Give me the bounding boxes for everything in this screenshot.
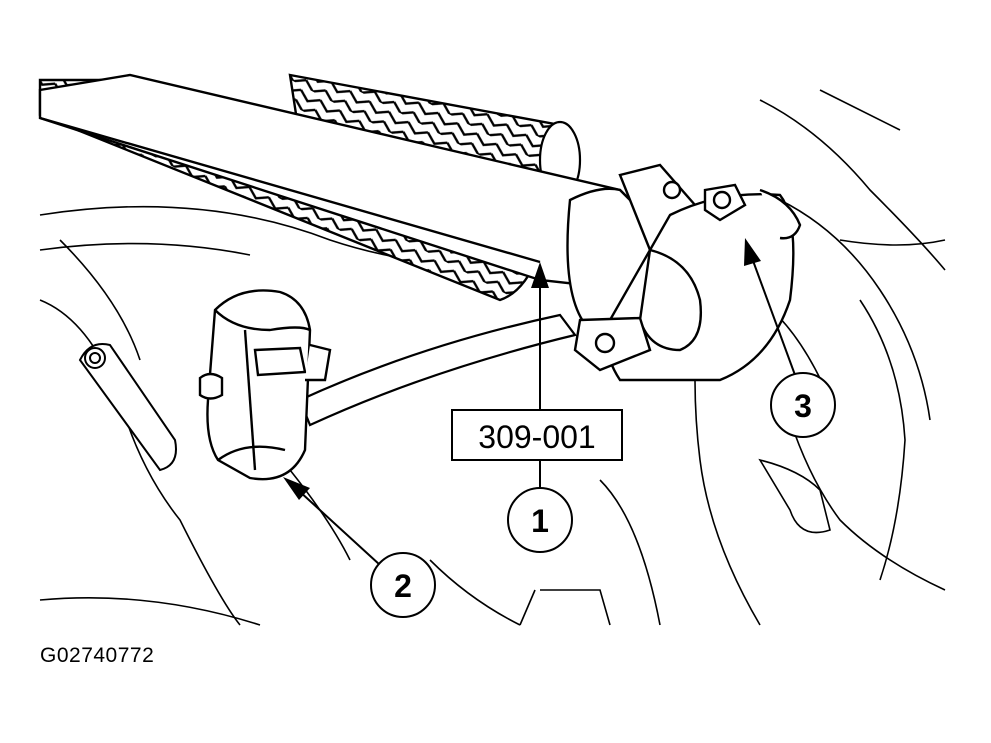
callout-2: 2 — [283, 477, 436, 618]
callout-1-number: 1 — [531, 503, 549, 539]
mount-eye — [78, 343, 177, 472]
tool-label-text: 309-001 — [478, 419, 595, 455]
callout-2-number: 2 — [394, 568, 412, 604]
clamp-assembly — [566, 163, 802, 382]
exhaust-pipe — [298, 313, 577, 427]
background-outlines — [39, 89, 946, 626]
tool-label-box — [451, 409, 623, 461]
callout-3-number: 3 — [794, 388, 812, 424]
tool-label-group: 309-001 — [451, 262, 623, 488]
callout-1: 1 — [507, 487, 573, 553]
isolator-2 — [198, 289, 332, 481]
figure-id: G02740772 — [40, 644, 155, 667]
callout-3: 3 — [744, 238, 836, 438]
